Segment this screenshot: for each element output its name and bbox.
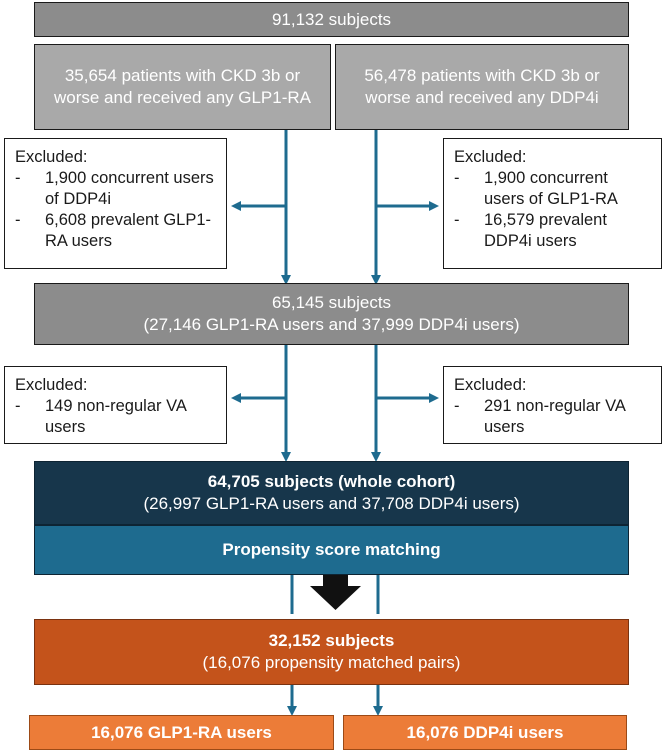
glp1-cohort-label: 35,654 patients with CKD 3b or worse and…: [53, 66, 312, 107]
exclusion-item: 1,900 concurrent users of GLP1-RA: [454, 168, 651, 210]
exclusion-title: Excluded:: [15, 148, 88, 166]
propensity-matching-box: Propensity score matching: [34, 525, 629, 575]
exclusion-title: Excluded:: [454, 376, 527, 394]
exclusion-item: 16,579 prevalent DDP4i users: [454, 210, 651, 252]
exclusion-item: 1,900 concurrent users of DDP4i: [15, 168, 216, 210]
whole-cohort-box: 64,705 subjects (whole cohort) (26,997 G…: [34, 461, 629, 525]
ddp4i-cohort-label: 56,478 patients with CKD 3b or worse and…: [364, 66, 600, 107]
exclusion-box-left-2: Excluded: 149 non-regular VA users: [4, 366, 227, 444]
total-subjects-label: 91,132 subjects: [271, 9, 392, 29]
exclusion-title: Excluded:: [15, 376, 88, 394]
matched-subjects-count: 32,152 subjects: [268, 631, 395, 650]
matching-down-arrow: [310, 573, 361, 610]
ddp4i-users-box: 16,076 DDP4i users: [343, 715, 627, 750]
glp1-cohort-box: 35,654 patients with CKD 3b or worse and…: [34, 44, 331, 130]
whole-cohort-count: 64,705 subjects (whole cohort): [207, 472, 456, 491]
exclusion-box-left-1: Excluded: 1,900 concurrent users of DDP4…: [4, 138, 227, 269]
matched-pairs-label: (16,076 propensity matched pairs): [202, 653, 461, 672]
total-subjects-box: 91,132 subjects: [34, 2, 629, 37]
exclusion-item: 6,608 prevalent GLP1-RA users: [15, 210, 216, 252]
glp1-users-box: 16,076 GLP1-RA users: [29, 715, 334, 750]
glp1-users-label: 16,076 GLP1-RA users: [91, 722, 272, 742]
combined-subjects-breakdown: (27,146 GLP1-RA users and 37,999 DDP4i u…: [143, 315, 520, 334]
propensity-matching-label: Propensity score matching: [222, 540, 441, 559]
exclusion-box-right-2: Excluded: 291 non-regular VA users: [443, 366, 662, 444]
exclusion-item: 149 non-regular VA users: [15, 396, 216, 438]
exclusion-box-right-1: Excluded: 1,900 concurrent users of GLP1…: [443, 138, 662, 269]
whole-cohort-breakdown: (26,997 GLP1-RA users and 37,708 DDP4i u…: [143, 494, 520, 513]
ddp4i-users-label: 16,076 DDP4i users: [406, 722, 564, 742]
matched-subjects-box: 32,152 subjects (16,076 propensity match…: [34, 619, 629, 685]
combined-subjects-box: 65,145 subjects (27,146 GLP1-RA users an…: [34, 283, 629, 345]
combined-subjects-count: 65,145 subjects: [271, 293, 392, 312]
ddp4i-cohort-box: 56,478 patients with CKD 3b or worse and…: [335, 44, 629, 130]
exclusion-title: Excluded:: [454, 148, 527, 166]
exclusion-item: 291 non-regular VA users: [454, 396, 651, 438]
